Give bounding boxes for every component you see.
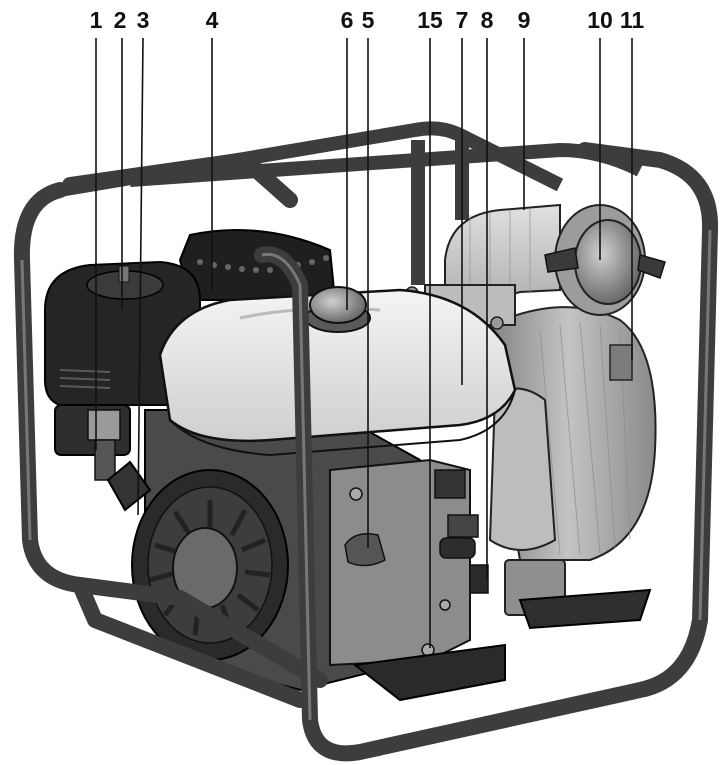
callout-5: 5	[362, 7, 375, 33]
pump-housing	[478, 306, 657, 616]
muffler	[178, 229, 337, 301]
engine-side-cover	[329, 458, 489, 667]
fuel-cap	[305, 286, 371, 333]
callout-4: 4	[206, 7, 219, 33]
drain-valve	[469, 564, 489, 594]
callout-9: 9	[518, 7, 531, 33]
callout-11: 11	[620, 7, 645, 33]
cover-bolt-icon	[439, 599, 451, 611]
oil-fill-cap	[344, 533, 386, 567]
frame-front-highlight	[20, 229, 712, 721]
starter-handle	[106, 460, 152, 512]
callout-7: 7	[456, 7, 469, 33]
volute-cover	[488, 387, 557, 551]
leader-line-3	[137, 37, 144, 516]
air-filter-wing-nut	[118, 265, 130, 283]
flange-bolt-icon	[490, 316, 504, 330]
drain-plug	[609, 344, 633, 381]
base-plate	[352, 588, 652, 702]
throttle-lever	[434, 469, 466, 499]
callout-3: 3	[137, 7, 150, 33]
callout-1: 1	[90, 7, 103, 33]
callout-2: 2	[114, 7, 127, 33]
callout-8: 8	[481, 7, 494, 33]
connector-handle-right	[637, 254, 666, 279]
primer-knob	[439, 537, 476, 559]
hose-connector	[544, 204, 666, 316]
choke-assembly	[54, 404, 131, 481]
callout-15: 15	[417, 7, 443, 33]
cover-bolt-icon	[349, 487, 363, 501]
connector-handle-left	[544, 247, 579, 273]
callout-6: 6	[341, 7, 354, 33]
callout-labels: 1 2 3 4 6 5 15 7 8 9 10 11	[90, 7, 645, 33]
leader-lines	[95, 37, 633, 648]
callout-10: 10	[587, 7, 613, 33]
fuel-valve	[447, 514, 479, 538]
